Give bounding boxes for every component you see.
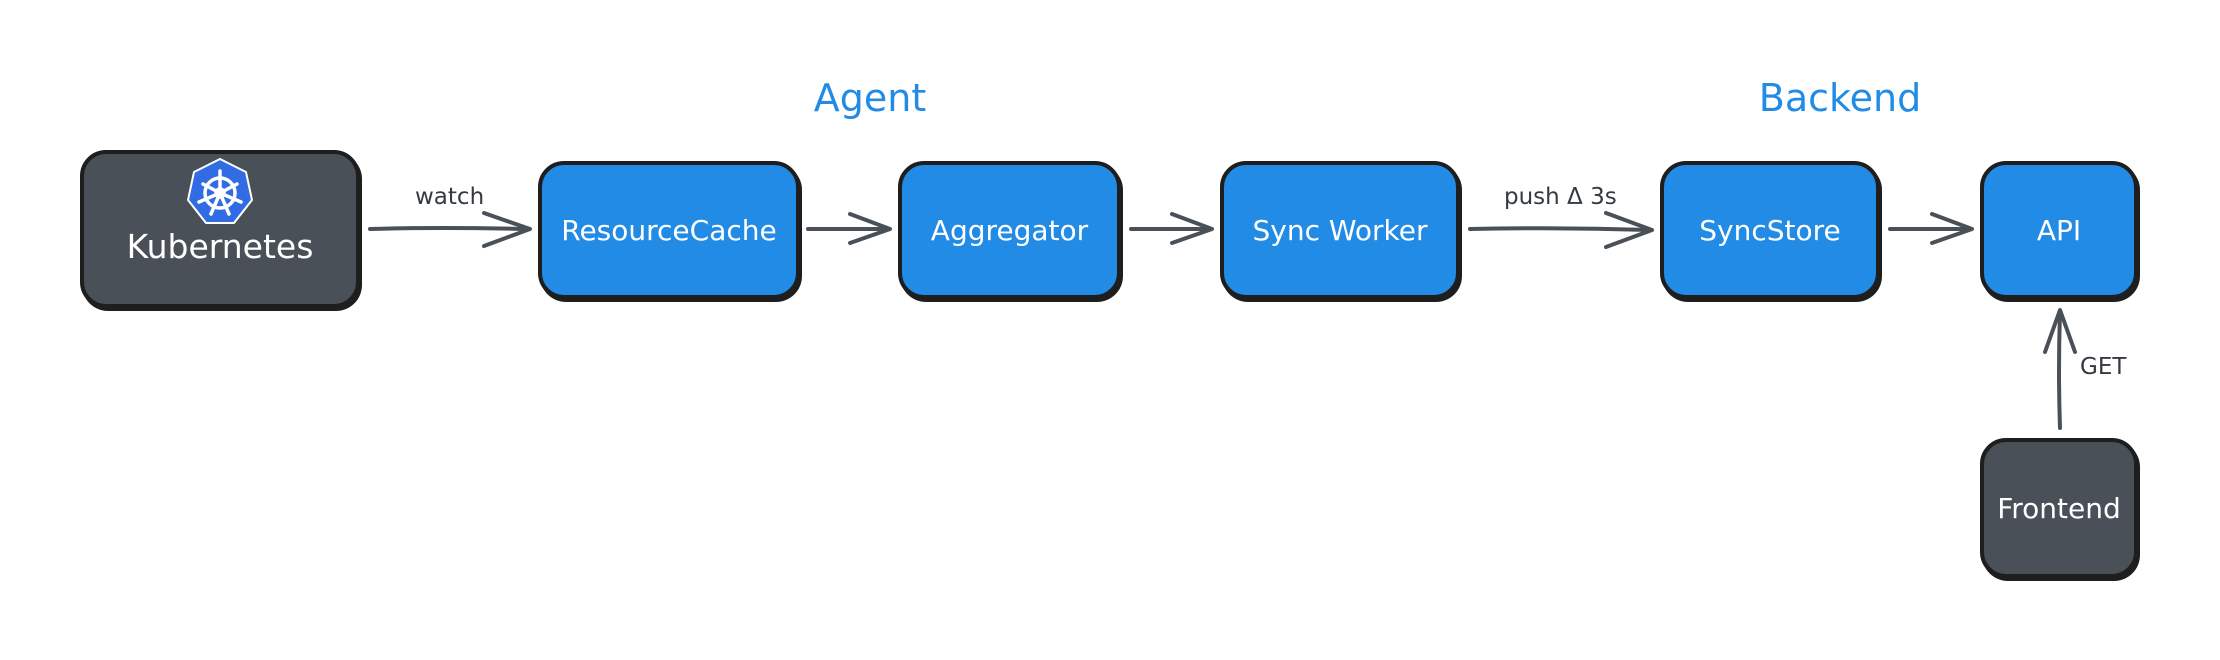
edge-label-watch: watch — [415, 184, 485, 210]
edge-label-push: push Δ 3s — [1504, 184, 1617, 210]
node-syncworker[interactable]: Sync Worker — [1220, 161, 1460, 299]
node-kubernetes-label: Kubernetes — [126, 227, 314, 266]
edge-label-get: GET — [2080, 354, 2127, 380]
edge-resourcecache-aggregator[interactable] — [806, 212, 892, 245]
node-kubernetes[interactable]: Kubernetes — [80, 150, 360, 308]
group-label-agent: Agent — [813, 76, 927, 120]
node-syncworker-label: Sync Worker — [1252, 213, 1428, 247]
edge-frontend-api[interactable] — [2043, 308, 2077, 430]
node-syncstore[interactable]: SyncStore — [1660, 161, 1880, 299]
kubernetes-helm-icon — [186, 157, 254, 224]
edge-syncworker-syncstore[interactable] — [1468, 211, 1654, 249]
node-frontend[interactable]: Frontend — [1980, 438, 2138, 578]
group-label-backend: Backend — [1758, 76, 1922, 120]
node-aggregator[interactable]: Aggregator — [898, 161, 1121, 299]
node-api[interactable]: API — [1980, 161, 2138, 299]
node-syncstore-label: SyncStore — [1699, 213, 1841, 247]
node-resourcecache[interactable]: ResourceCache — [538, 161, 800, 299]
edge-aggregator-syncworker[interactable] — [1129, 212, 1214, 245]
node-api-label: API — [2036, 213, 2082, 247]
node-resourcecache-label: ResourceCache — [561, 213, 777, 247]
node-frontend-label: Frontend — [1997, 491, 2121, 525]
edge-syncstore-api[interactable] — [1888, 212, 1974, 245]
node-aggregator-label: Aggregator — [930, 213, 1089, 247]
edge-kubernetes-resourcecache[interactable] — [368, 211, 532, 248]
